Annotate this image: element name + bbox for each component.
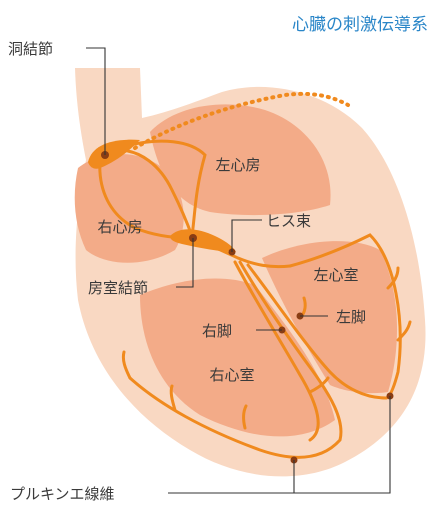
callout-purkinje bbox=[168, 396, 391, 494]
label-right-ventricle: 右心室 bbox=[209, 366, 254, 384]
right-bundle-path bbox=[128, 260, 343, 459]
chambers bbox=[74, 104, 398, 437]
nodes bbox=[88, 139, 394, 464]
left-bundle-inner bbox=[246, 263, 388, 400]
internodal-path-anterior bbox=[116, 148, 194, 238]
bachmann-bundle bbox=[133, 91, 350, 150]
purkinje-branch-1 bbox=[121, 350, 132, 380]
purkinje-branch-4 bbox=[396, 320, 412, 342]
label-left-atrium: 左心房 bbox=[215, 156, 260, 174]
left-ventricle-chamber bbox=[262, 241, 398, 394]
label-sinus-node: 洞結節 bbox=[8, 40, 53, 58]
label-his-bundle: ヒス束 bbox=[266, 212, 311, 230]
purkinje-branch-6 bbox=[308, 376, 330, 394]
callouts bbox=[86, 47, 391, 494]
label-av-node: 房室結節 bbox=[88, 279, 148, 297]
callout-av-node bbox=[176, 238, 194, 288]
label-left-ventricle: 左心室 bbox=[313, 266, 358, 284]
purkinje-branch-3 bbox=[242, 404, 248, 430]
callout-sinus-node bbox=[86, 47, 106, 155]
label-left-bundle: 左脚 bbox=[336, 308, 366, 326]
sinus-node-shape bbox=[88, 139, 140, 169]
label-right-bundle: 右脚 bbox=[202, 322, 232, 340]
av-node-shape bbox=[170, 229, 236, 252]
diagram-title: 心臓の刺激伝導系 bbox=[292, 15, 428, 35]
right-bundle-inner bbox=[233, 260, 320, 442]
purkinje-branch-2 bbox=[169, 384, 177, 412]
labels: 心臓の刺激伝導系 洞結節 左心房 右心房 ヒス束 房室結節 左心室 左脚 右脚 … bbox=[8, 15, 428, 503]
right-ventricle-chamber bbox=[140, 278, 335, 437]
label-purkinje-fibers: プルキンエ線維 bbox=[10, 485, 115, 503]
left-atrium-chamber bbox=[150, 104, 331, 216]
label-right-atrium: 右心房 bbox=[97, 218, 142, 236]
callout-his-bundle bbox=[231, 219, 262, 252]
purkinje-branch-5 bbox=[386, 266, 400, 290]
internodal-path-upper bbox=[128, 139, 207, 238]
